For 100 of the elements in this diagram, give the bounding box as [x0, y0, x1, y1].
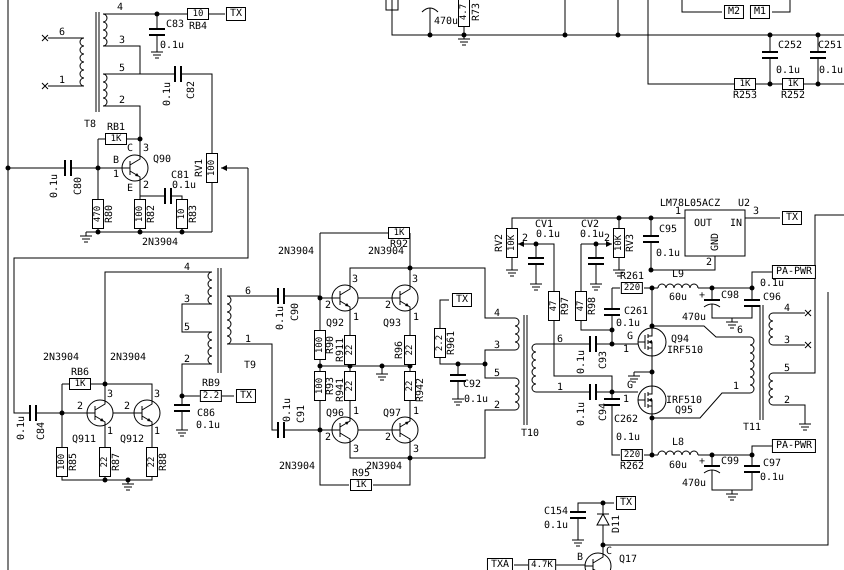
component-label: T10 — [520, 429, 540, 439]
pin-number: 1 — [412, 313, 420, 323]
resistor: 100 — [314, 330, 326, 360]
component-label: C96 — [762, 293, 782, 303]
pin-name: G — [626, 381, 634, 391]
component-label: R85 — [69, 452, 79, 472]
component-label: R97 — [561, 296, 571, 316]
pin-name: C — [606, 547, 612, 557]
component-label: C95 — [658, 225, 678, 235]
pin-number: 3 — [142, 144, 150, 154]
pin-number: 1 — [674, 207, 682, 217]
pin-number: 2 — [124, 402, 130, 412]
component-label: R961 — [447, 330, 457, 356]
component-label: Q17 — [618, 555, 638, 565]
component-label: + — [698, 291, 706, 301]
component-label: RB9 — [202, 379, 220, 389]
pin-number: 1 — [154, 427, 160, 437]
component-label: C251 — [818, 41, 842, 51]
pin-number: 6 — [58, 28, 66, 38]
pin-number: 4 — [184, 263, 190, 273]
pin-number: 2 — [142, 181, 150, 191]
component-label: C98 — [720, 291, 740, 301]
component-label: R90 — [326, 336, 336, 354]
resistor: 2.2 — [434, 328, 446, 358]
net-label: TX — [236, 389, 256, 403]
component-label: R82 — [147, 204, 157, 224]
component-label: Q92 — [326, 319, 344, 329]
component-label: C90 — [291, 302, 301, 322]
pin-number: 2 — [522, 234, 528, 244]
pin-number: 1 — [244, 335, 252, 345]
net-label: PA-PWR — [772, 439, 816, 453]
resistor: 220 — [620, 449, 644, 461]
pin-name: B — [112, 156, 120, 166]
pin-number: 6 — [556, 335, 564, 345]
net-label: M1 — [750, 5, 770, 19]
pin-number: 3 — [412, 275, 418, 285]
component-label: R87 — [112, 452, 122, 472]
component-label: C97 — [762, 459, 782, 469]
component-label: RV1 — [195, 158, 205, 178]
component-label: C80 — [74, 176, 84, 196]
component-label: C84 — [37, 422, 47, 440]
component-label: 0.1u — [276, 306, 286, 330]
pin-number: 5 — [784, 364, 790, 374]
component-label: R252 — [780, 91, 806, 101]
resistor: 1K — [69, 378, 91, 390]
resistor: 1K — [734, 78, 756, 90]
pin-name: GND — [711, 232, 721, 252]
pin-number: 3 — [784, 336, 790, 346]
resistor: 22 — [404, 371, 416, 401]
component-label: IRF510 — [666, 346, 704, 356]
component-label: 0.1u — [580, 230, 604, 240]
pin-number: 1 — [58, 76, 66, 86]
component-label: RB1 — [106, 123, 126, 133]
component-label: C262 — [614, 415, 638, 425]
component-label: C91 — [297, 404, 307, 424]
pin-number: 1 — [732, 382, 740, 392]
component-label: Q96 — [326, 409, 344, 419]
component-label: R96 — [395, 340, 405, 360]
component-label: R941 — [336, 378, 346, 402]
component-label: R80 — [105, 204, 115, 224]
component-label: U2 — [738, 199, 750, 209]
component-label: Q90 — [152, 155, 172, 165]
pin-number: 3 — [494, 341, 500, 351]
component-label: 2N3904 — [110, 353, 146, 363]
net-label: M2 — [724, 5, 744, 19]
component-label: 0.1u — [760, 473, 784, 483]
pin-number: 4 — [116, 3, 124, 13]
component-label: R262 — [620, 462, 644, 472]
pin-number: 3 — [118, 36, 126, 46]
pin-number: 2 — [384, 433, 392, 443]
component-label: IRF510 — [666, 396, 702, 406]
component-label: R95 — [352, 469, 370, 479]
component-label: R261 — [620, 272, 644, 282]
pin-number: 2 — [494, 401, 500, 411]
pin-name: E — [126, 184, 134, 194]
resistor: 1K — [388, 227, 410, 239]
resistor: 47 — [575, 291, 587, 321]
resistor: 22 — [344, 335, 356, 365]
pin-number: 3 — [184, 295, 190, 305]
component-label: 0.1u — [172, 181, 196, 191]
component-label: 0.1u — [536, 230, 560, 240]
component-label: 0.1u — [50, 174, 60, 198]
resistor: 2.2 — [200, 390, 222, 402]
component-label: 2N3904 — [278, 247, 314, 257]
component-label: RV2 — [495, 234, 505, 252]
resistor: 4.7 — [458, 0, 470, 27]
pin-number: 2 — [324, 433, 332, 443]
component-label: Q912 — [120, 435, 144, 445]
pin-number: 2 — [784, 396, 790, 406]
component-label: 0.1u — [656, 249, 680, 259]
component-label: C86 — [196, 409, 216, 419]
component-label: 2N3904 — [42, 353, 80, 363]
resistor: 22 — [99, 447, 111, 477]
component-label: RB6 — [70, 368, 90, 378]
component-label: D11 — [612, 514, 622, 534]
component-label: 0.1u — [464, 395, 488, 405]
pin-number: 4 — [494, 309, 500, 319]
component-label: Q911 — [72, 435, 96, 445]
component-label: 0.1u — [283, 398, 293, 422]
net-label: TX — [616, 496, 636, 510]
